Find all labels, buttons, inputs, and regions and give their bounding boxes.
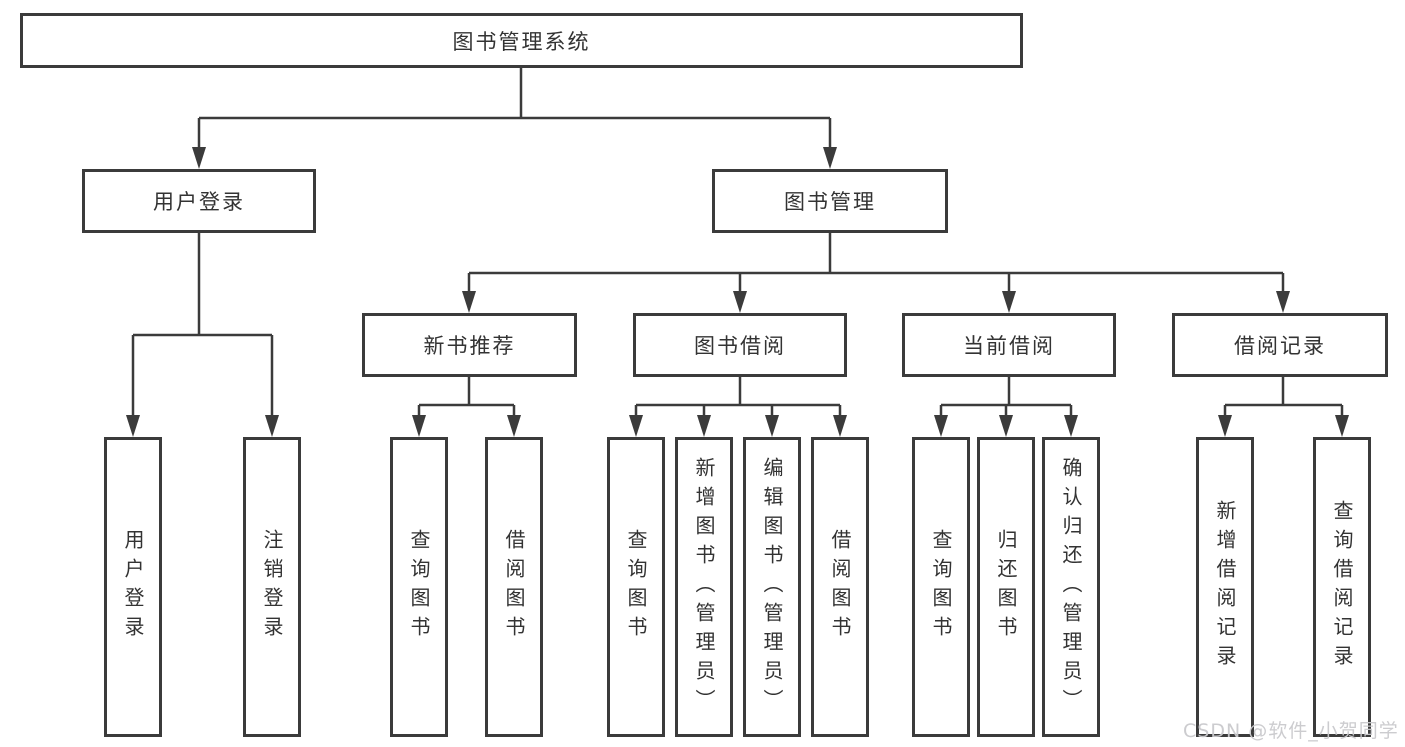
node-current-borrowing: 当前借阅	[902, 313, 1116, 377]
leaf-borrow-books-recommend-label: 借阅图书	[502, 529, 526, 645]
leaf-query-books-borrowing: 查询图书	[607, 437, 665, 737]
leaf-query-books-current: 查询图书	[912, 437, 970, 737]
arrowheads	[126, 147, 1349, 437]
leaf-query-books-recommend: 查询图书	[390, 437, 448, 737]
node-book-management-label: 图书管理	[784, 190, 876, 214]
node-book-borrowing: 图书借阅	[633, 313, 847, 377]
node-book-borrowing-label: 图书借阅	[694, 334, 786, 358]
leaf-edit-books-admin: 编辑图书（管理员）	[743, 437, 801, 737]
leaf-add-books-admin: 新增图书（管理员）	[675, 437, 733, 737]
leaf-borrow-books-label: 借阅图书	[828, 529, 852, 645]
root-node-label: 图书管理系统	[452, 29, 591, 54]
node-borrow-records: 借阅记录	[1172, 313, 1388, 377]
leaf-return-books: 归还图书	[977, 437, 1035, 737]
node-new-book-recommend: 新书推荐	[362, 313, 577, 377]
node-current-borrowing-label: 当前借阅	[963, 334, 1055, 358]
leaf-borrow-books-recommend: 借阅图书	[485, 437, 543, 737]
leaf-query-books-current-label: 查询图书	[929, 529, 953, 645]
leaf-query-borrow-record-label: 查询借阅记录	[1330, 500, 1354, 674]
leaf-borrow-books: 借阅图书	[811, 437, 869, 737]
node-user-login: 用户登录	[82, 169, 316, 233]
csdn-watermark: CSDN @软件_小贺同学	[1183, 720, 1399, 742]
leaf-logout-label: 注销登录	[260, 529, 284, 645]
leaf-edit-books-admin-label: 编辑图书（管理员）	[760, 456, 784, 718]
leaf-logout: 注销登录	[243, 437, 301, 737]
node-borrow-records-label: 借阅记录	[1234, 334, 1326, 358]
leaf-confirm-return-admin-label: 确认归还（管理员）	[1059, 456, 1083, 718]
node-user-login-label: 用户登录	[153, 190, 245, 214]
leaf-user-login: 用户登录	[104, 437, 162, 737]
node-book-management: 图书管理	[712, 169, 948, 233]
leaf-query-books-borrowing-label: 查询图书	[624, 529, 648, 645]
leaf-query-books-recommend-label: 查询图书	[407, 529, 431, 645]
leaf-query-borrow-record: 查询借阅记录	[1313, 437, 1371, 737]
leaf-add-borrow-record-label: 新增借阅记录	[1213, 500, 1237, 674]
leaf-add-books-admin-label: 新增图书（管理员）	[692, 456, 716, 718]
leaf-user-login-label: 用户登录	[121, 529, 145, 645]
leaf-add-borrow-record: 新增借阅记录	[1196, 437, 1254, 737]
root-node-library-system: 图书管理系统	[20, 13, 1023, 68]
node-new-book-recommend-label: 新书推荐	[423, 334, 516, 358]
leaf-return-books-label: 归还图书	[994, 529, 1018, 645]
leaf-confirm-return-admin: 确认归还（管理员）	[1042, 437, 1100, 737]
